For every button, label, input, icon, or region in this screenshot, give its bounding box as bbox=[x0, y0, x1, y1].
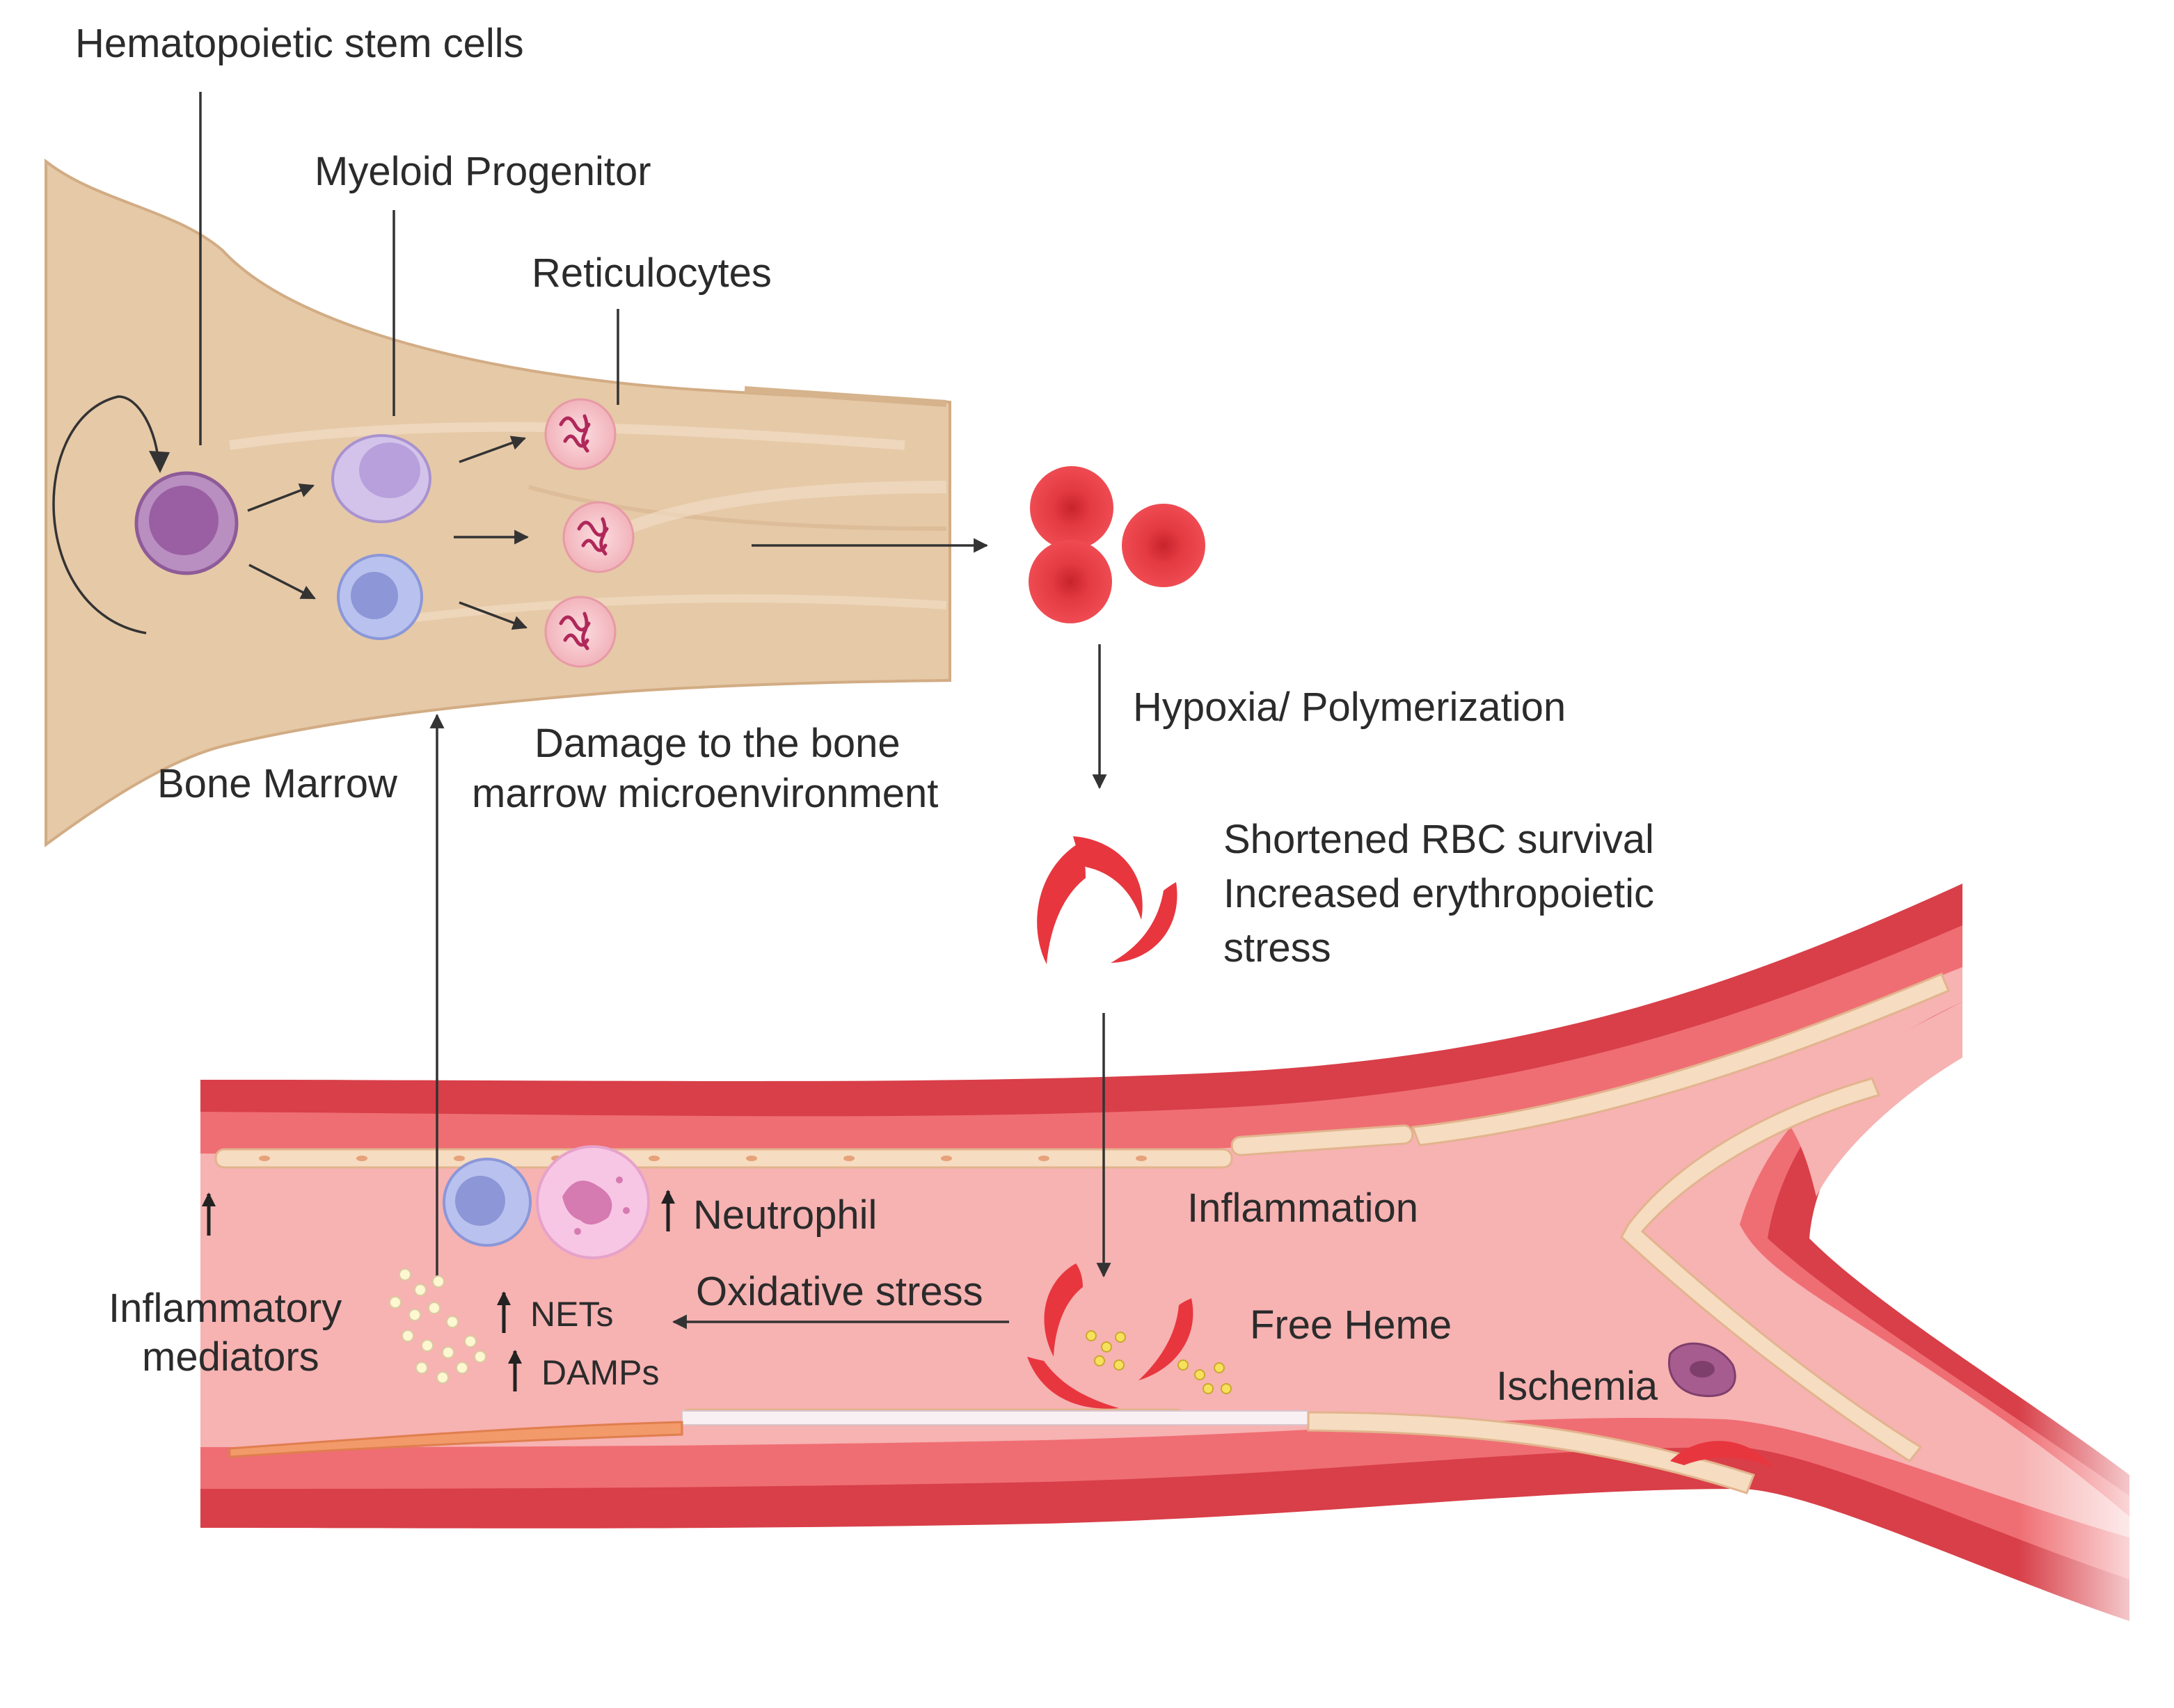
label-hypoxia-polymerization: Hypoxia/ Polymerization bbox=[1133, 685, 1566, 730]
arrow-stem-to-blue-cell bbox=[248, 564, 316, 600]
vessel-lumen bbox=[200, 967, 2129, 1538]
arrow-stem-to-progenitor bbox=[247, 483, 315, 512]
normal-red-blood-cells bbox=[1029, 466, 1205, 623]
label-myeloid-progenitor: Myeloid Progenitor bbox=[315, 149, 651, 194]
arrow-to-reticulocyte-1 bbox=[459, 436, 526, 463]
hematopoietic-stem-cell bbox=[134, 471, 239, 575]
blood-vessel bbox=[200, 870, 2174, 1635]
inflammatory-mediators-dots bbox=[389, 1268, 486, 1384]
myeloid-progenitor-cell bbox=[331, 434, 431, 523]
label-ischemia: Ischemia bbox=[1496, 1364, 1658, 1409]
damaged-endothelium bbox=[681, 1410, 1309, 1426]
self-renewal-loop bbox=[52, 395, 160, 634]
label-damage-line2: marrow microenvironment bbox=[472, 771, 938, 816]
label-neutrophil: Neutrophil bbox=[693, 1192, 877, 1238]
bone-marrow-illustration bbox=[45, 158, 989, 847]
label-free-heme: Free Heme bbox=[1250, 1302, 1452, 1348]
label-shortened-rbc-survival: Shortened RBC survival bbox=[1223, 817, 1654, 862]
sickle-red-blood-cells bbox=[1037, 836, 1177, 964]
arrow-to-reticulocyte-3 bbox=[459, 601, 527, 630]
label-mediators: mediators bbox=[142, 1334, 319, 1380]
label-bone-marrow: Bone Marrow bbox=[157, 761, 398, 806]
label-increased-erythropoietic: Increased erythropoietic bbox=[1223, 871, 1654, 916]
label-stress: stress bbox=[1223, 925, 1331, 971]
label-damps: DAMPs bbox=[541, 1353, 659, 1392]
label-oxidative-stress: Oxidative stress bbox=[696, 1269, 983, 1314]
label-hematopoietic-stem-cells: Hematopoietic stem cells bbox=[75, 21, 524, 66]
neutrophil-cell bbox=[536, 1145, 650, 1259]
ischemia-sickle-cell bbox=[1670, 1441, 1773, 1468]
ischemia-cell bbox=[1668, 1342, 1736, 1398]
bone-shape bbox=[45, 158, 951, 847]
label-inflammatory: Inflammatory bbox=[109, 1286, 342, 1331]
sickle-cells-in-vessel bbox=[1027, 1263, 1193, 1409]
label-damage-line1: Damage to the bone bbox=[534, 721, 900, 766]
lymphocyte-cell bbox=[443, 1158, 532, 1247]
reticulocyte bbox=[562, 501, 635, 573]
label-nets: NETs bbox=[530, 1295, 613, 1334]
reticulocyte bbox=[544, 596, 617, 668]
free-heme-dots bbox=[1086, 1330, 1232, 1394]
label-inflammation: Inflammation bbox=[1187, 1186, 1418, 1231]
reticulocyte bbox=[544, 398, 617, 470]
progenitor-cell-blue bbox=[337, 554, 423, 640]
label-reticulocytes: Reticulocytes bbox=[532, 250, 772, 296]
